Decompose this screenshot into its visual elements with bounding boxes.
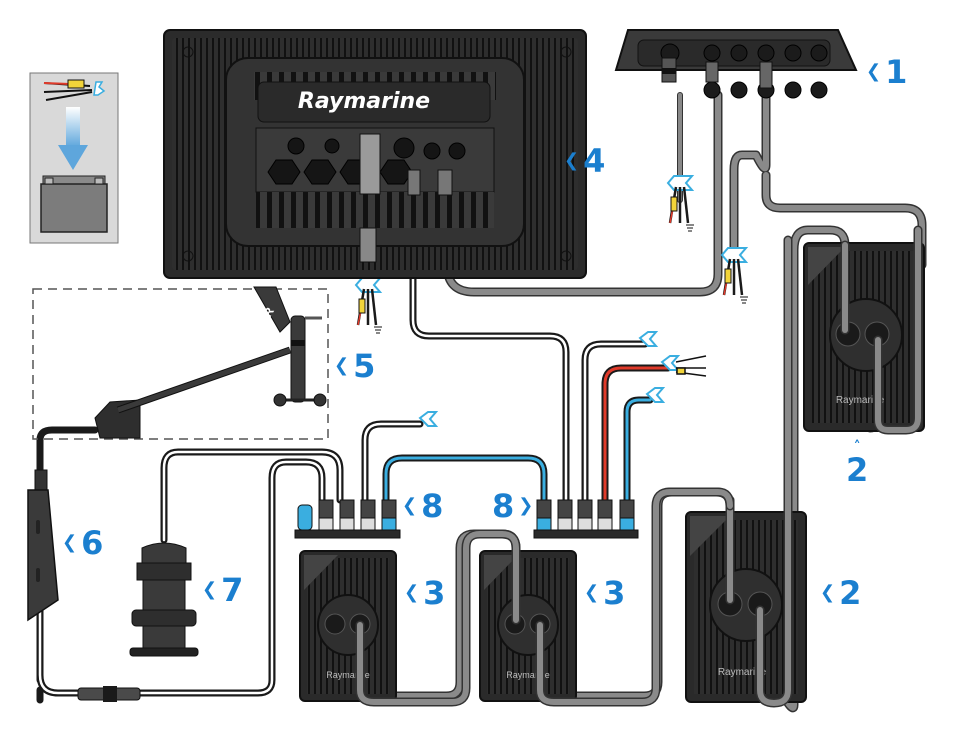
wind-transducer-area bbox=[32, 288, 329, 440]
cable-cut-icon bbox=[645, 387, 666, 403]
callout-7: ❮7 bbox=[202, 571, 244, 609]
module-brand-label: Raymarine bbox=[506, 670, 550, 680]
power-fuse-connections bbox=[354, 174, 750, 427]
callout-6: ❮6 bbox=[62, 524, 104, 562]
battery-legend bbox=[29, 72, 119, 244]
module-brand-label: Raymarine bbox=[326, 670, 370, 680]
down-arrow-icon bbox=[58, 107, 88, 170]
network-hub[interactable] bbox=[614, 29, 858, 99]
callout-3-b: ❮3 bbox=[584, 574, 626, 612]
callout-1: ❮1 bbox=[866, 53, 908, 91]
cable-cut-icon bbox=[660, 355, 681, 371]
module-brand-label: Raymarine bbox=[718, 667, 767, 678]
cable-cut-icon bbox=[638, 331, 659, 347]
cable-cut-icon bbox=[418, 411, 439, 427]
brand-logo: Raymarine bbox=[298, 89, 430, 114]
battery-icon bbox=[40, 175, 108, 233]
callout-3-a: ❮3 bbox=[404, 574, 446, 612]
callout-2-upper: ˄2 bbox=[846, 439, 869, 489]
callout-5: ❮5 bbox=[334, 347, 376, 385]
seatalkng-backbone-right[interactable] bbox=[533, 499, 639, 539]
callout-8-left: ❮8 bbox=[402, 487, 444, 525]
transducer-interface-pod[interactable] bbox=[27, 469, 59, 622]
multifunction-display[interactable]: Raymarine bbox=[163, 29, 587, 279]
callout-2-lower: ❮2 bbox=[820, 574, 862, 612]
wind-transducer[interactable]: R bbox=[94, 286, 327, 439]
seatalkng-backbone-left[interactable] bbox=[294, 499, 401, 539]
callout-8-right: 8❯ bbox=[492, 487, 534, 525]
inline-connector bbox=[77, 686, 141, 702]
instrument-module-a[interactable]: Raymarine bbox=[299, 550, 397, 702]
module-brand-label: Raymarine bbox=[836, 395, 885, 406]
sonar-module-upper[interactable]: Raymarine bbox=[803, 242, 925, 432]
through-hull-transducer[interactable] bbox=[129, 542, 199, 657]
instrument-module-b[interactable]: Raymarine bbox=[479, 550, 577, 702]
fused-power-cable-icon bbox=[43, 79, 106, 101]
callout-4: ❮4 bbox=[564, 142, 606, 180]
